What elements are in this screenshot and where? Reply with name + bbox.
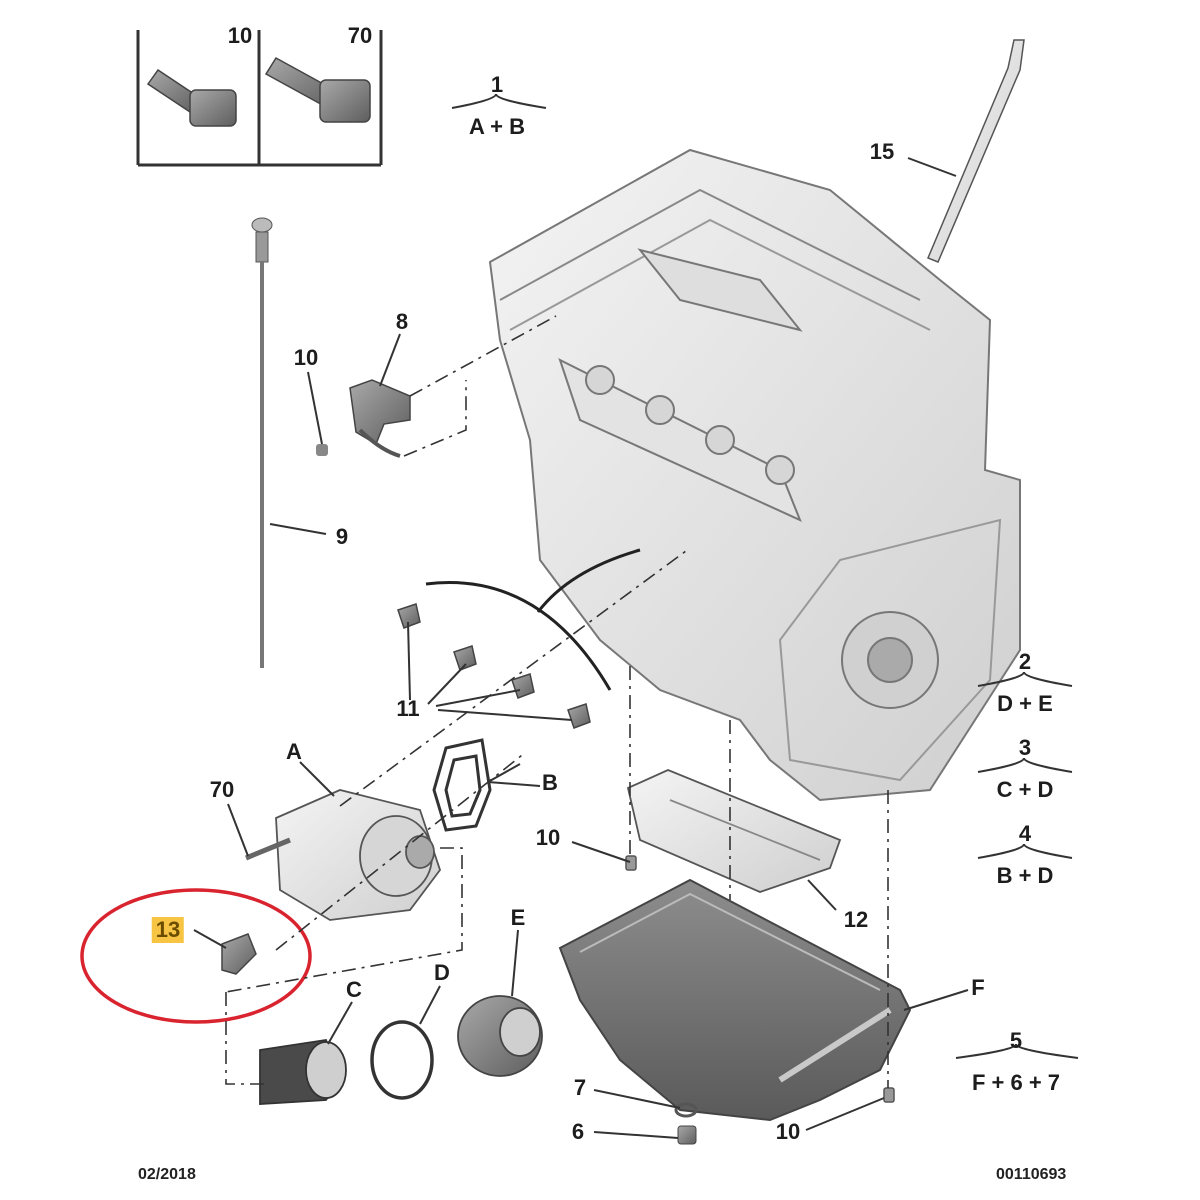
kit-number: 1: [490, 72, 504, 97]
kit-legend-2: 2 D + E: [997, 651, 1053, 715]
callout-10-pan: 10: [775, 1119, 801, 1144]
callout-7: 7: [573, 1075, 587, 1100]
kit-legend-5: 5 F + 6 + 7: [972, 1030, 1060, 1094]
jets-pointer: [536, 548, 641, 613]
oil-jets-icon: [397, 603, 591, 729]
callout-B: B: [542, 770, 558, 795]
callout-A: A: [286, 739, 302, 764]
callout-F: F: [971, 975, 985, 1000]
filter-element-icon: [259, 1038, 347, 1105]
callout-E: E: [510, 905, 526, 930]
dipstick-icon: [251, 217, 273, 668]
drain-plug-icon: [677, 1125, 697, 1145]
callout-12: 12: [843, 907, 869, 932]
callout-11: 11: [396, 696, 420, 721]
footer-reference: 00110693: [996, 1166, 1067, 1183]
kit-number: 2: [1018, 649, 1032, 674]
assembly-lines: [225, 315, 889, 1088]
small-bolts-icon: [625, 855, 895, 1103]
legend-bars: [451, 93, 1079, 1059]
oil-pressure-switch-icon: [221, 933, 257, 975]
callout-9: 9: [335, 524, 349, 549]
kit-number: 3: [1018, 735, 1032, 760]
kit-contents: A + B: [468, 114, 526, 139]
kit-number: 4: [1018, 821, 1032, 846]
bolt-inset-box: [136, 30, 383, 167]
o-ring-icon: [370, 1020, 434, 1100]
gasket-b-icon: [432, 738, 492, 832]
callout-6: 6: [571, 1119, 585, 1144]
oil-pan-icon: [558, 878, 912, 1122]
sensor-8-icon: [316, 379, 411, 458]
footer-date: 02/2018: [138, 1166, 196, 1183]
bolt-10-icon: [146, 68, 237, 127]
pan-gasket-icon: [626, 769, 842, 893]
bolt-inset-label-10: 10: [227, 23, 253, 48]
kit-contents: C + D: [996, 777, 1054, 802]
kit-legend-1: 1 A + B: [469, 74, 525, 138]
callout-8: 8: [395, 309, 409, 334]
callout-15: 15: [869, 139, 895, 164]
callout-D: D: [434, 960, 450, 985]
callout-10-sensor: 10: [293, 345, 319, 370]
kit-contents: D + E: [997, 691, 1053, 716]
kit-contents: F + 6 + 7: [971, 1070, 1061, 1095]
highlight-circle: [80, 888, 312, 1024]
dipstick-tube-icon: [927, 39, 1025, 263]
callout-10-gasket: 10: [535, 825, 561, 850]
kit-legend-4: 4 B + D: [997, 823, 1054, 887]
jets-bracket: [425, 581, 612, 691]
kit-legend-3: 3 C + D: [997, 737, 1054, 801]
engine-block-icon: [488, 148, 1021, 802]
callout-70: 70: [209, 777, 235, 802]
bolt-inset-label-70: 70: [347, 23, 373, 48]
leader-lines: [193, 157, 969, 1139]
kit-number: 5: [1009, 1028, 1023, 1053]
callout-13-highlighted: 13: [151, 917, 185, 943]
oil-filter-housing-icon: [245, 789, 442, 921]
washer-icon: [674, 1102, 698, 1118]
kit-contents: B + D: [996, 863, 1054, 888]
filter-cap-icon: [457, 995, 543, 1077]
callout-C: C: [346, 977, 362, 1002]
bolt-70-icon: [264, 57, 371, 123]
